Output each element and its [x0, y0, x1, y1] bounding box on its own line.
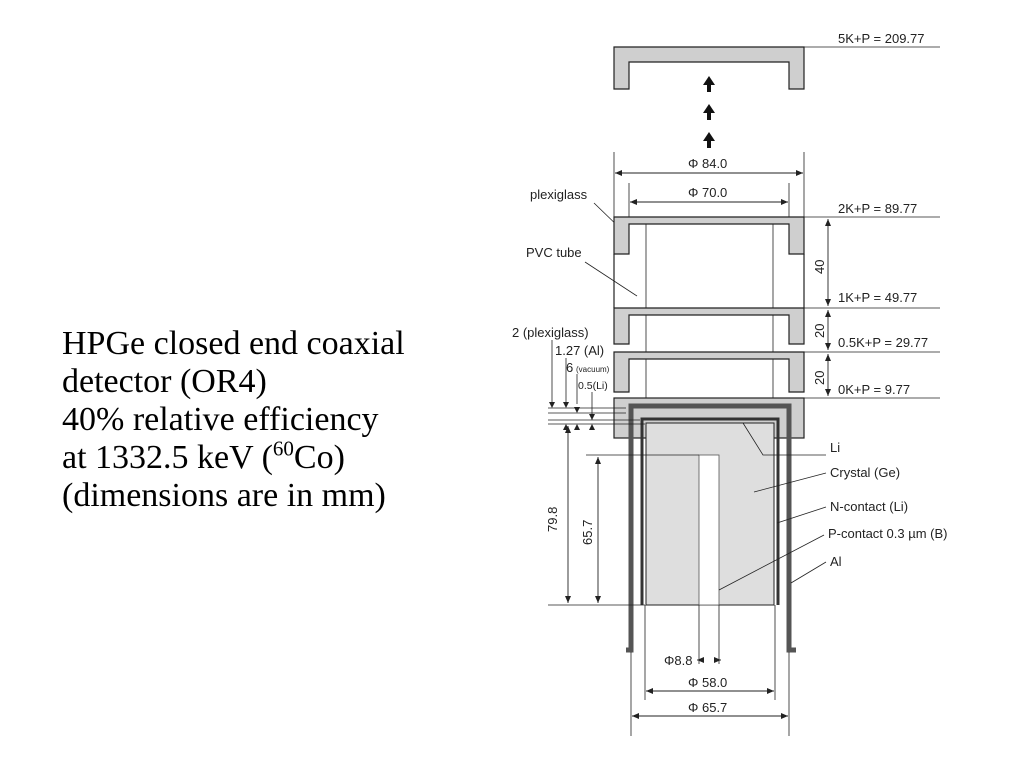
dim-580: Φ 58.0 — [688, 675, 727, 690]
up-arrow-icon — [703, 132, 715, 148]
label-plexiglass: plexiglass — [530, 187, 588, 202]
caption-line-4: at 1332.5 keV (60Co) — [62, 436, 345, 476]
cap-1k — [613, 307, 805, 345]
label-li-05: 0.5(Li) — [578, 380, 608, 392]
label-ncontact: N-contact (Li) — [830, 499, 908, 514]
dim-20b: 20 — [812, 371, 827, 385]
label-pvc-tube: PVC tube — [526, 245, 582, 260]
top-cap — [613, 46, 805, 90]
label-li: Li — [830, 440, 840, 455]
caption-line-3: 40% relative efficiency — [62, 401, 379, 438]
caption-line-2: detector (OR4) — [62, 363, 267, 400]
label-plexiglass-2: 2 (plexiglass) — [512, 325, 589, 340]
label-vac-6: 6 — [566, 360, 573, 375]
label-1k: 1K+P = 49.77 — [838, 290, 917, 305]
label-2k: 2K+P = 89.77 — [838, 201, 917, 216]
up-arrow-icon — [703, 104, 715, 120]
leader-pcontact — [718, 534, 825, 591]
leader-pvc — [584, 261, 638, 297]
li-layer — [640, 417, 780, 605]
label-05k: 0.5K+P = 29.77 — [838, 335, 928, 350]
al-endcap — [626, 403, 796, 653]
layer-tick-arrows — [549, 402, 595, 430]
dim-798: 79.8 — [545, 507, 560, 532]
dim-657v: 65.7 — [580, 520, 595, 545]
label-al-127: 1.27 (Al) — [555, 343, 604, 358]
leader-al — [790, 561, 827, 584]
label-pcontact: P-contact 0.3 µm (B) — [828, 526, 947, 541]
dim-20a: 20 — [812, 324, 827, 338]
label-0k: 0K+P = 9.77 — [838, 382, 910, 397]
layer-ticks — [548, 340, 645, 425]
dim-70: Φ 70.0 — [688, 185, 727, 200]
up-arrow-icon — [703, 76, 715, 92]
label-al: Al — [830, 554, 842, 569]
caption-line-1: HPGe closed end coaxial — [62, 325, 405, 362]
core-hole — [698, 454, 720, 606]
leader-li — [742, 422, 826, 456]
cap-05k — [613, 351, 805, 393]
cap-2k — [613, 216, 805, 255]
up-arrows — [703, 76, 715, 148]
dim-88: Φ8.8 — [664, 653, 692, 668]
label-vacuum: (vacuum) — [576, 365, 610, 374]
dim-40: 40 — [812, 260, 827, 274]
leader-ncontact — [776, 506, 827, 524]
caption-line-5: (dimensions are in mm) — [62, 477, 386, 514]
label-5k: 5K+P = 209.77 — [838, 31, 925, 46]
leader-crystal — [753, 472, 827, 493]
label-crystal: Crystal (Ge) — [830, 465, 900, 480]
dim-657h: Φ 65.7 — [688, 700, 727, 715]
caption: HPGe closed end coaxial detector (OR4) 4… — [62, 325, 492, 515]
dim-84: Φ 84.0 — [688, 156, 727, 171]
